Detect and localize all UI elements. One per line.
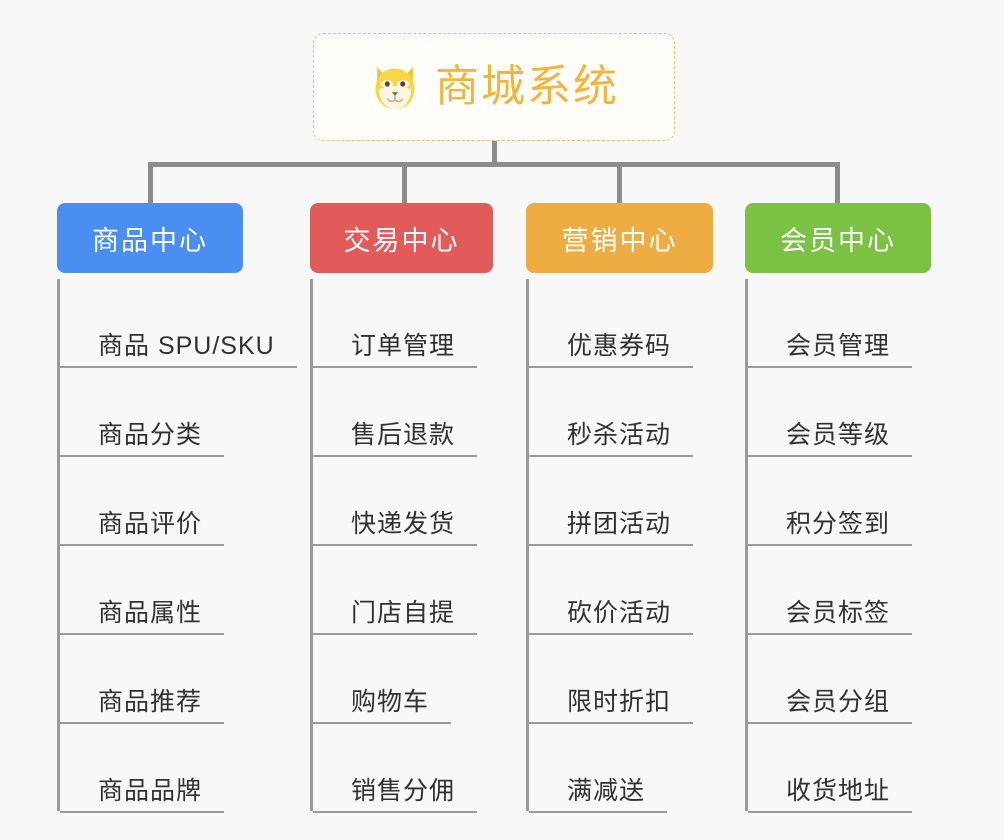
leaf-label: 会员标签 [748,598,913,635]
leaf-item[interactable]: 会员标签 [745,546,960,635]
connector-drop-4 [835,162,840,205]
connector-root-stem [492,141,497,165]
branch-spine-4 [745,279,748,811]
leaf-label: 会员等级 [748,420,913,457]
branch-body-4: 会员管理 会员等级 积分签到 会员标签 会员分组 收货地址 [745,279,960,813]
leaf-label: 销售分佣 [313,776,478,813]
branch-spine-2 [310,279,313,811]
branch-header-label: 营销中心 [561,225,678,256]
branch-body-2: 订单管理 售后退款 快递发货 门店自提 购物车 销售分佣 [310,279,525,813]
root-title: 商城系统 [435,62,619,111]
branch-column-4: 会员中心 会员管理 会员等级 积分签到 会员标签 会员分组 收货地址 [745,203,960,813]
leaf-label: 商品评价 [60,509,225,546]
leaf-item[interactable]: 收货地址 [745,724,960,813]
leaf-label: 会员分组 [748,687,913,724]
connector-drop-3 [617,162,622,205]
leaf-item[interactable]: 商品推荐 [57,635,307,724]
branch-header-3[interactable]: 营销中心 [526,203,713,273]
branch-header-2[interactable]: 交易中心 [310,203,493,273]
leaf-label: 限时折扣 [529,687,694,724]
leaf-label: 砍价活动 [529,598,694,635]
leaf-label: 收货地址 [748,776,913,813]
leaf-label: 商品 SPU/SKU [60,331,297,368]
branch-column-2: 交易中心 订单管理 售后退款 快递发货 门店自提 购物车 销售分佣 [310,203,525,813]
connector-drop-1 [148,162,153,205]
branch-header-label: 交易中心 [343,225,460,256]
leaf-label: 会员管理 [748,331,913,368]
leaf-item[interactable]: 商品评价 [57,457,307,546]
leaf-label: 优惠券码 [529,331,694,368]
leaf-label: 商品品牌 [60,776,225,813]
leaf-label: 满减送 [529,776,668,813]
leaf-item[interactable]: 秒杀活动 [526,368,741,457]
connector-drop-2 [402,162,407,205]
leaf-item[interactable]: 会员分组 [745,635,960,724]
leaf-label: 售后退款 [313,420,478,457]
branch-column-3: 营销中心 优惠券码 秒杀活动 拼团活动 砍价活动 限时折扣 满减送 [526,203,741,813]
leaf-item[interactable]: 会员管理 [745,279,960,368]
leaf-item[interactable]: 积分签到 [745,457,960,546]
leaf-label: 门店自提 [313,598,478,635]
leaf-item[interactable]: 满减送 [526,724,741,813]
leaf-label: 商品属性 [60,598,225,635]
branch-column-1: 商品中心 商品 SPU/SKU 商品分类 商品评价 商品属性 商品推荐 商品品牌 [57,203,307,813]
leaf-label: 商品分类 [60,420,225,457]
branch-spine-1 [57,279,60,811]
leaf-item[interactable]: 限时折扣 [526,635,741,724]
leaf-item[interactable]: 售后退款 [310,368,525,457]
connector-horizontal-bus [148,162,840,167]
leaf-item[interactable]: 商品品牌 [57,724,307,813]
leaf-label: 订单管理 [313,331,478,368]
leaf-label: 积分签到 [748,509,913,546]
root-node[interactable]: 商城系统 [313,33,675,141]
leaf-item[interactable]: 商品分类 [57,368,307,457]
leaf-label: 秒杀活动 [529,420,694,457]
leaf-item[interactable]: 砍价活动 [526,546,741,635]
leaf-item[interactable]: 拼团活动 [526,457,741,546]
leaf-label: 拼团活动 [529,509,694,546]
branch-body-3: 优惠券码 秒杀活动 拼团活动 砍价活动 限时折扣 满减送 [526,279,741,813]
leaf-item[interactable]: 快递发货 [310,457,525,546]
branch-header-label: 商品中心 [92,225,208,256]
branch-spine-3 [526,279,529,811]
leaf-label: 购物车 [313,687,452,724]
branch-header-4[interactable]: 会员中心 [745,203,931,273]
leaf-item[interactable]: 订单管理 [310,279,525,368]
leaf-item[interactable]: 门店自提 [310,546,525,635]
leaf-item[interactable]: 商品属性 [57,546,307,635]
leaf-item[interactable]: 会员等级 [745,368,960,457]
branch-header-label: 会员中心 [780,225,896,256]
leaf-item[interactable]: 销售分佣 [310,724,525,813]
leaf-item[interactable]: 商品 SPU/SKU [57,279,307,368]
leaf-label: 快递发货 [313,509,478,546]
branch-header-1[interactable]: 商品中心 [57,203,243,273]
leaf-item[interactable]: 购物车 [310,635,525,724]
leaf-item[interactable]: 优惠券码 [526,279,741,368]
shiba-dog-face-icon [375,66,415,110]
leaf-label: 商品推荐 [60,687,225,724]
branch-body-1: 商品 SPU/SKU 商品分类 商品评价 商品属性 商品推荐 商品品牌 [57,279,307,813]
